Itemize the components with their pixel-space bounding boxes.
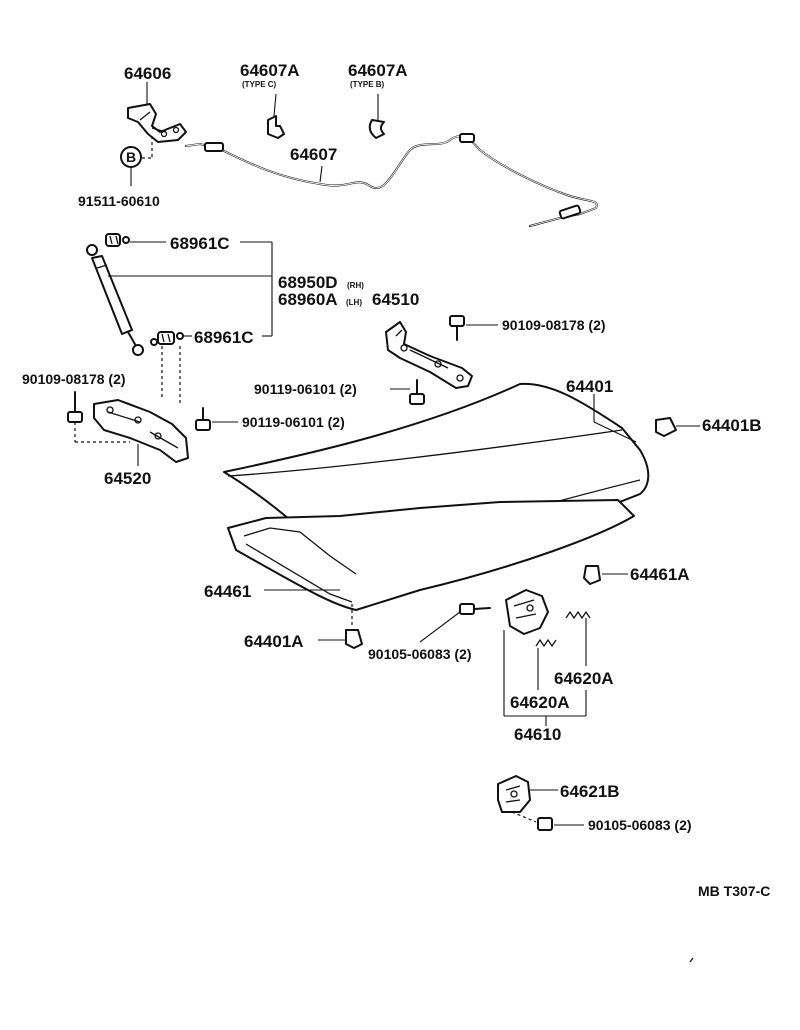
label-90105-06083-mid: 90105-06083 (2) xyxy=(368,646,472,662)
cable-bracket-type-c xyxy=(267,93,285,139)
label-rh: (RH) xyxy=(347,281,364,290)
release-cable-64607 xyxy=(185,133,598,227)
label-type-b: (TYPE B) xyxy=(350,80,385,89)
bolt-90109-08178-right xyxy=(449,315,465,341)
label-64607A-type-c: 64607A xyxy=(240,61,300,80)
hinge-part-64510 xyxy=(385,321,473,389)
striker-64621B xyxy=(497,775,531,813)
bolt-letter: B xyxy=(126,149,136,165)
label-64461A: 64461A xyxy=(630,565,690,584)
bumper-64461A xyxy=(583,565,601,585)
label-64520: 64520 xyxy=(104,469,151,488)
label-64607: 64607 xyxy=(290,145,337,164)
lock-assembly-64610 xyxy=(505,589,549,635)
label-64607A-type-b: 64607A xyxy=(348,61,408,80)
label-64620A-right: 64620A xyxy=(554,669,614,688)
stray-mark xyxy=(689,957,694,963)
label-90105-06083-bottom: 90105-06083 (2) xyxy=(588,817,692,833)
strut-ball-stud-top xyxy=(105,233,130,247)
bolt-90109-08178-left xyxy=(67,391,83,442)
label-64461: 64461 xyxy=(204,582,251,601)
label-64610: 64610 xyxy=(514,725,561,744)
label-90109-08178-left: 90109-08178 (2) xyxy=(22,371,126,387)
label-68960A: 68960A xyxy=(278,290,338,309)
label-64401: 64401 xyxy=(566,377,613,396)
label-68961C-bottom: 68961C xyxy=(194,328,254,347)
label-91511-60610: 91511-60610 xyxy=(78,193,160,209)
label-64401A: 64401A xyxy=(244,632,304,651)
bumper-64401A xyxy=(345,629,363,649)
diagram-code: MB T307-C xyxy=(698,883,770,899)
label-90119-06101-mid: 90119-06101 (2) xyxy=(254,381,357,397)
bolt-90105-06083-bottom xyxy=(537,817,553,831)
cable-bracket-type-b xyxy=(368,94,385,139)
label-90109-08178-right: 90109-08178 (2) xyxy=(502,317,606,333)
hinge-part-64606 xyxy=(127,103,187,143)
hinge-part-64520 xyxy=(93,399,189,463)
bumper-64401B xyxy=(655,417,677,437)
label-64401B: 64401B xyxy=(702,416,762,435)
spring-64620A-left xyxy=(535,638,557,690)
label-68961C-top: 68961C xyxy=(170,234,230,253)
label-64621B: 64621B xyxy=(560,782,620,801)
bolt-90105-06083-mid xyxy=(459,603,491,615)
label-lh: (LH) xyxy=(346,298,362,307)
spring-64620A-right xyxy=(565,610,591,666)
label-64620A-left: 64620A xyxy=(510,693,570,712)
label-64510: 64510 xyxy=(372,290,419,309)
label-type-c: (TYPE C) xyxy=(242,80,277,89)
label-90119-06101-left: 90119-06101 (2) xyxy=(242,414,345,430)
bolt-90119-06101-left xyxy=(195,407,211,431)
label-68950D: 68950D xyxy=(278,273,338,292)
strut-ball-stud-bottom xyxy=(150,331,184,346)
label-64606: 64606 xyxy=(124,64,171,83)
weatherstrip-64461 xyxy=(227,499,635,611)
gas-strut-68950D-68960A xyxy=(86,244,144,356)
bolt-91511-60610: B xyxy=(120,146,142,168)
bolt-90119-06101-mid xyxy=(409,379,425,405)
